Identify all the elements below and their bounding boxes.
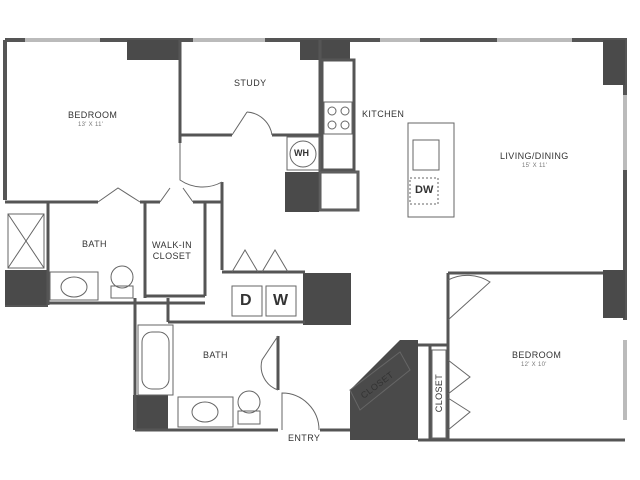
kitchen-sink (407, 122, 455, 218)
solid-walls (5, 40, 625, 440)
dryer-label: D (240, 292, 252, 309)
water-heater-label: WH (294, 148, 309, 158)
dishwasher-label: DW (415, 184, 434, 196)
fixtures (7, 101, 455, 439)
shower (7, 213, 45, 269)
doors (97, 111, 491, 431)
dryer (231, 285, 263, 317)
bath1-toilet (110, 265, 134, 289)
refrigerator (319, 171, 359, 211)
closet-1-area (349, 351, 411, 411)
closet-2-area (431, 349, 447, 439)
bath2-vanity (177, 396, 234, 428)
washer-label: W (273, 292, 289, 309)
dishwasher (409, 177, 439, 205)
windows (25, 38, 627, 420)
bedroom-1-dimension: 13' X 11' (78, 122, 104, 128)
bath1-vanity (49, 271, 99, 301)
closet-2-label: CLOSET (434, 373, 445, 413)
bedroom-2-label: BEDROOM (512, 350, 562, 360)
washer (265, 285, 297, 317)
stove (323, 101, 353, 135)
bath-1-label: BATH (82, 239, 107, 249)
walk-in-closet-label: WALK-IN CLOSET (152, 240, 192, 261)
bathtub (137, 324, 174, 396)
living-dining-dimension: 15' X 11' (522, 163, 548, 169)
bath2-toilet (237, 390, 261, 414)
kitchen-label: KITCHEN (362, 109, 405, 119)
bedroom-1-label: BEDROOM (68, 110, 118, 120)
living-dining-label: LIVING/DINING (500, 151, 569, 161)
bath-2-label: BATH (203, 350, 228, 360)
water-heater (289, 140, 317, 168)
interior-walls (5, 40, 625, 442)
bedroom-2-dimension: 12' X 10' (521, 362, 547, 368)
entry-label: ENTRY (288, 433, 321, 443)
study-label: STUDY (234, 78, 267, 88)
